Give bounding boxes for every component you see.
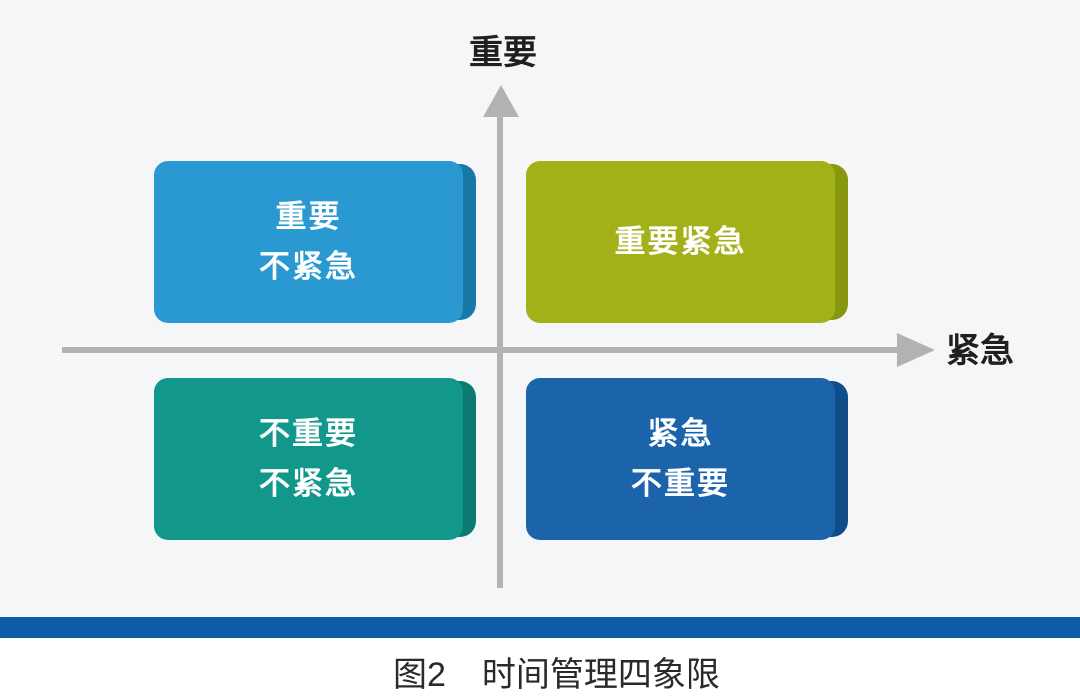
- quadrant-face: 重要 不紧急: [154, 161, 463, 323]
- figure-number-label: 图2: [393, 656, 446, 694]
- x-axis-arrow-right-icon: [897, 333, 935, 367]
- quadrant-important-not-urgent: 重要 不紧急: [154, 161, 476, 323]
- quadrant-label-line: 不重要: [631, 466, 730, 501]
- quadrant-urgent-not-important: 紧急 不重要: [526, 378, 848, 540]
- quadrant-label-line: 紧急: [647, 416, 714, 451]
- quadrant-face: 重要紧急: [526, 161, 835, 323]
- quadrant-label-line: 重要紧急: [614, 224, 747, 259]
- caption-background: [0, 638, 1080, 699]
- quadrant-label-line: 不紧急: [259, 466, 358, 501]
- quadrant-label-line: 重要: [275, 199, 342, 234]
- quadrant-label-line: 不重要: [259, 416, 358, 451]
- quadrant-face: 不重要 不紧急: [154, 378, 463, 540]
- figure-caption: 图2 时间管理四象限: [393, 656, 720, 695]
- quadrant-face: 紧急 不重要: [526, 378, 835, 540]
- y-axis-label: 重要: [469, 34, 537, 72]
- divider-bar: [0, 617, 1080, 638]
- quadrant-label-line: 不紧急: [259, 249, 358, 284]
- quadrant-not-important-not-urgent: 不重要 不紧急: [154, 378, 476, 540]
- y-axis-arrow-up-icon: [483, 85, 519, 117]
- figure-title: 时间管理四象限: [481, 656, 720, 694]
- x-axis-label: 紧急: [946, 332, 1014, 370]
- quadrant-important-urgent: 重要紧急: [526, 161, 848, 323]
- x-axis-line: [62, 347, 900, 353]
